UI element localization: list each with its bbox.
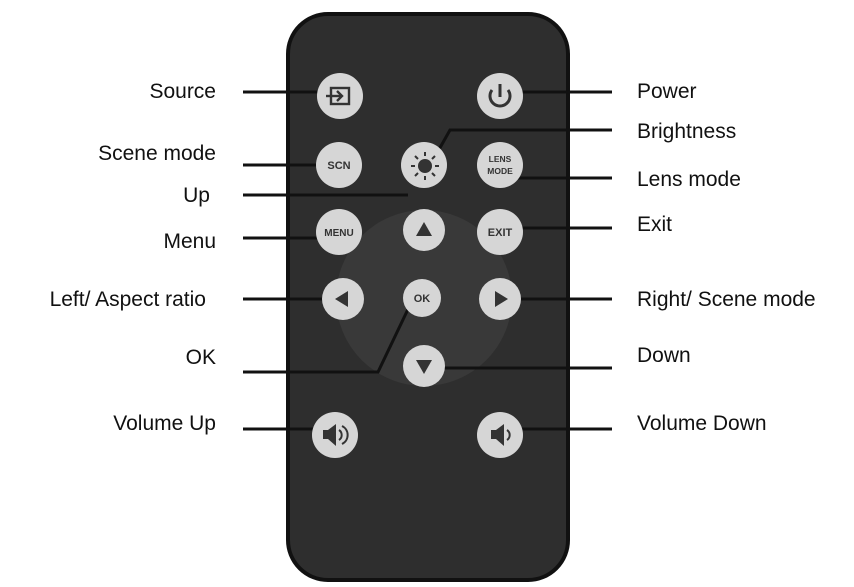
label-up: Up (183, 184, 210, 207)
menu-button-text: MENU (324, 228, 353, 239)
right-arrow-icon (495, 291, 508, 307)
up-arrow-icon (416, 222, 432, 236)
lens-mode-button[interactable]: LENS MODE (477, 142, 523, 188)
power-icon (488, 84, 512, 108)
volume-down-button[interactable] (477, 412, 523, 458)
label-scene-mode: Scene mode (98, 142, 216, 165)
ok-button-text: OK (414, 293, 431, 305)
volume-down-icon (491, 424, 511, 446)
label-menu: Menu (163, 230, 216, 253)
source-icon (326, 86, 351, 106)
brightness-button[interactable] (401, 142, 447, 188)
scene-mode-button[interactable]: SCN (316, 142, 362, 188)
label-left-aspect-ratio: Left/ Aspect ratio (49, 288, 206, 311)
left-button[interactable] (322, 278, 364, 320)
label-down: Down (637, 344, 691, 367)
lens-button-text-line2: MODE (487, 166, 513, 176)
label-power: Power (637, 80, 697, 103)
right-button[interactable] (479, 278, 521, 320)
label-volume-down: Volume Down (637, 412, 767, 435)
label-lens-mode: Lens mode (637, 168, 741, 191)
left-arrow-icon (335, 291, 348, 307)
source-button[interactable] (317, 73, 363, 119)
brightness-icon (411, 152, 439, 180)
ok-button[interactable]: OK (403, 279, 441, 317)
label-right-scene-mode: Right/ Scene mode (637, 288, 816, 311)
menu-button[interactable]: MENU (316, 209, 362, 255)
down-arrow-icon (416, 360, 432, 374)
label-exit: Exit (637, 213, 673, 236)
label-volume-up: Volume Up (113, 412, 216, 435)
exit-button-text: EXIT (488, 227, 513, 239)
exit-button[interactable]: EXIT (477, 209, 523, 255)
label-source: Source (149, 80, 216, 103)
power-button[interactable] (477, 73, 523, 119)
lens-button-text-line1: LENS (489, 154, 512, 164)
up-button[interactable] (403, 209, 445, 251)
scn-button-text: SCN (327, 160, 350, 172)
volume-up-icon (323, 424, 349, 446)
label-brightness: Brightness (637, 120, 737, 143)
label-ok: OK (185, 346, 216, 369)
volume-up-button[interactable] (312, 412, 358, 458)
down-button[interactable] (403, 345, 445, 387)
